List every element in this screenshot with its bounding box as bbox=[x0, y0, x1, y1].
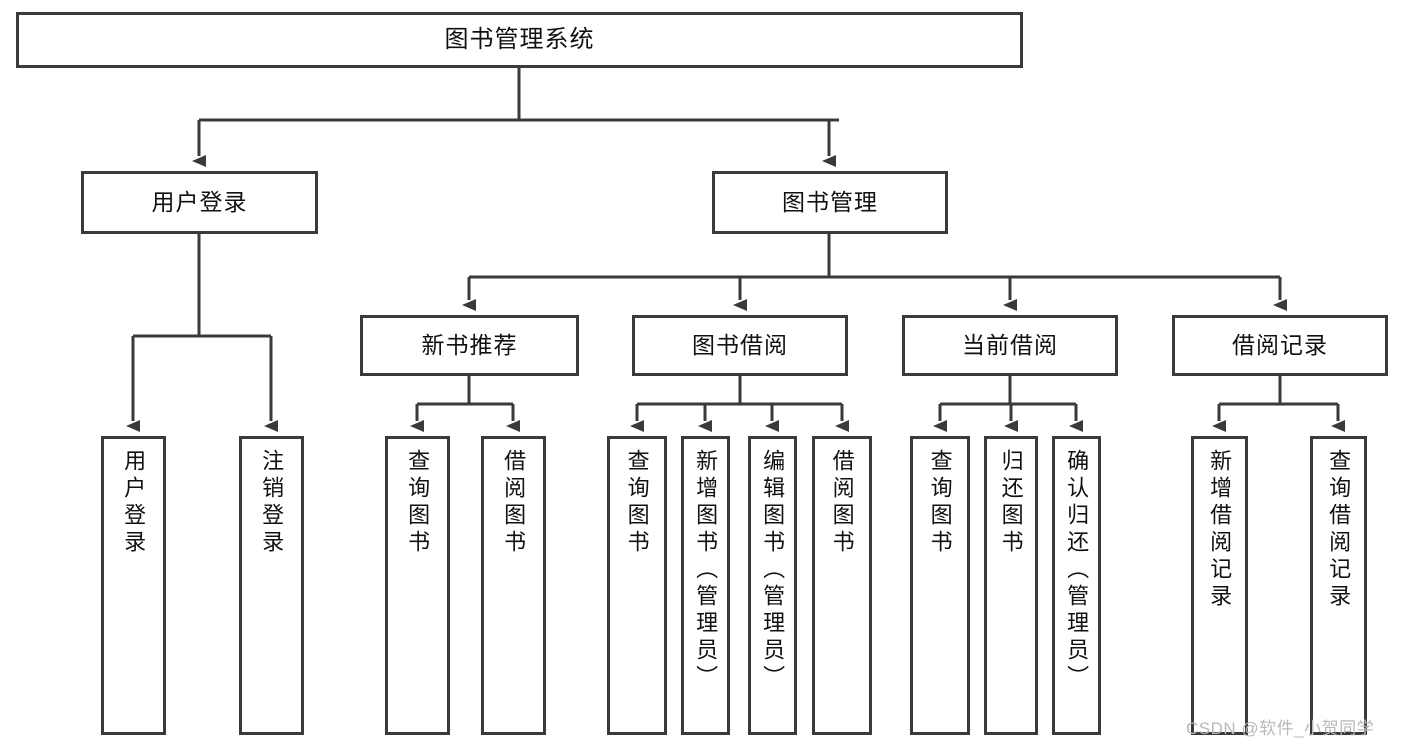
node-new-book-rec[interactable]: 新书推荐 bbox=[360, 315, 579, 376]
node-user-login[interactable]: 用户登录 bbox=[81, 171, 318, 234]
watermark-text: CSDN @软件_小贺同学 bbox=[1186, 719, 1375, 738]
node-leaf-edit-book[interactable]: 编辑图书（管理员） bbox=[748, 436, 797, 735]
node-leaf-user-login[interactable]: 用户登录 bbox=[101, 436, 166, 735]
node-leaf-query-book-3-label: 查询图书 bbox=[927, 449, 953, 557]
node-user-login-label: 用户登录 bbox=[151, 189, 248, 216]
node-new-book-rec-label: 新书推荐 bbox=[421, 332, 518, 359]
node-leaf-borrow-book-1[interactable]: 借阅图书 bbox=[481, 436, 546, 735]
node-borrow-record-label: 借阅记录 bbox=[1232, 332, 1328, 359]
node-leaf-query-record[interactable]: 查询借阅记录 bbox=[1310, 436, 1367, 735]
node-leaf-add-record-label: 新增借阅记录 bbox=[1207, 449, 1233, 611]
node-leaf-user-logout-label: 注销登录 bbox=[259, 449, 285, 557]
node-root-label: 图书管理系统 bbox=[444, 26, 595, 54]
node-leaf-add-book-label: 新增图书（管理员） bbox=[693, 449, 719, 692]
node-leaf-user-login-label: 用户登录 bbox=[121, 449, 147, 557]
node-leaf-query-book-2-label: 查询图书 bbox=[624, 449, 650, 557]
node-leaf-query-book-3[interactable]: 查询图书 bbox=[910, 436, 970, 735]
node-book-borrow-label: 图书借阅 bbox=[692, 332, 788, 359]
node-leaf-add-record[interactable]: 新增借阅记录 bbox=[1191, 436, 1248, 735]
node-current-borrow[interactable]: 当前借阅 bbox=[902, 315, 1118, 376]
node-book-manage-label: 图书管理 bbox=[782, 189, 878, 216]
node-book-borrow[interactable]: 图书借阅 bbox=[632, 315, 848, 376]
node-leaf-query-book-1[interactable]: 查询图书 bbox=[385, 436, 450, 735]
node-leaf-query-book-2[interactable]: 查询图书 bbox=[607, 436, 667, 735]
node-leaf-edit-book-label: 编辑图书（管理员） bbox=[760, 449, 786, 692]
node-leaf-confirm-return[interactable]: 确认归还（管理员） bbox=[1052, 436, 1101, 735]
node-leaf-borrow-book-2-label: 借阅图书 bbox=[829, 449, 855, 557]
node-leaf-borrow-book-1-label: 借阅图书 bbox=[501, 449, 527, 557]
node-leaf-user-logout[interactable]: 注销登录 bbox=[239, 436, 304, 735]
node-leaf-add-book[interactable]: 新增图书（管理员） bbox=[681, 436, 730, 735]
node-leaf-confirm-return-label: 确认归还（管理员） bbox=[1064, 449, 1090, 692]
node-leaf-return-book[interactable]: 归还图书 bbox=[984, 436, 1038, 735]
node-current-borrow-label: 当前借阅 bbox=[962, 332, 1058, 359]
node-leaf-query-book-1-label: 查询图书 bbox=[405, 449, 431, 557]
node-borrow-record[interactable]: 借阅记录 bbox=[1172, 315, 1388, 376]
node-book-manage[interactable]: 图书管理 bbox=[712, 171, 948, 234]
node-root[interactable]: 图书管理系统 bbox=[16, 12, 1023, 68]
node-leaf-query-record-label: 查询借阅记录 bbox=[1326, 449, 1352, 611]
node-leaf-return-book-label: 归还图书 bbox=[998, 449, 1024, 557]
node-leaf-borrow-book-2[interactable]: 借阅图书 bbox=[812, 436, 872, 735]
